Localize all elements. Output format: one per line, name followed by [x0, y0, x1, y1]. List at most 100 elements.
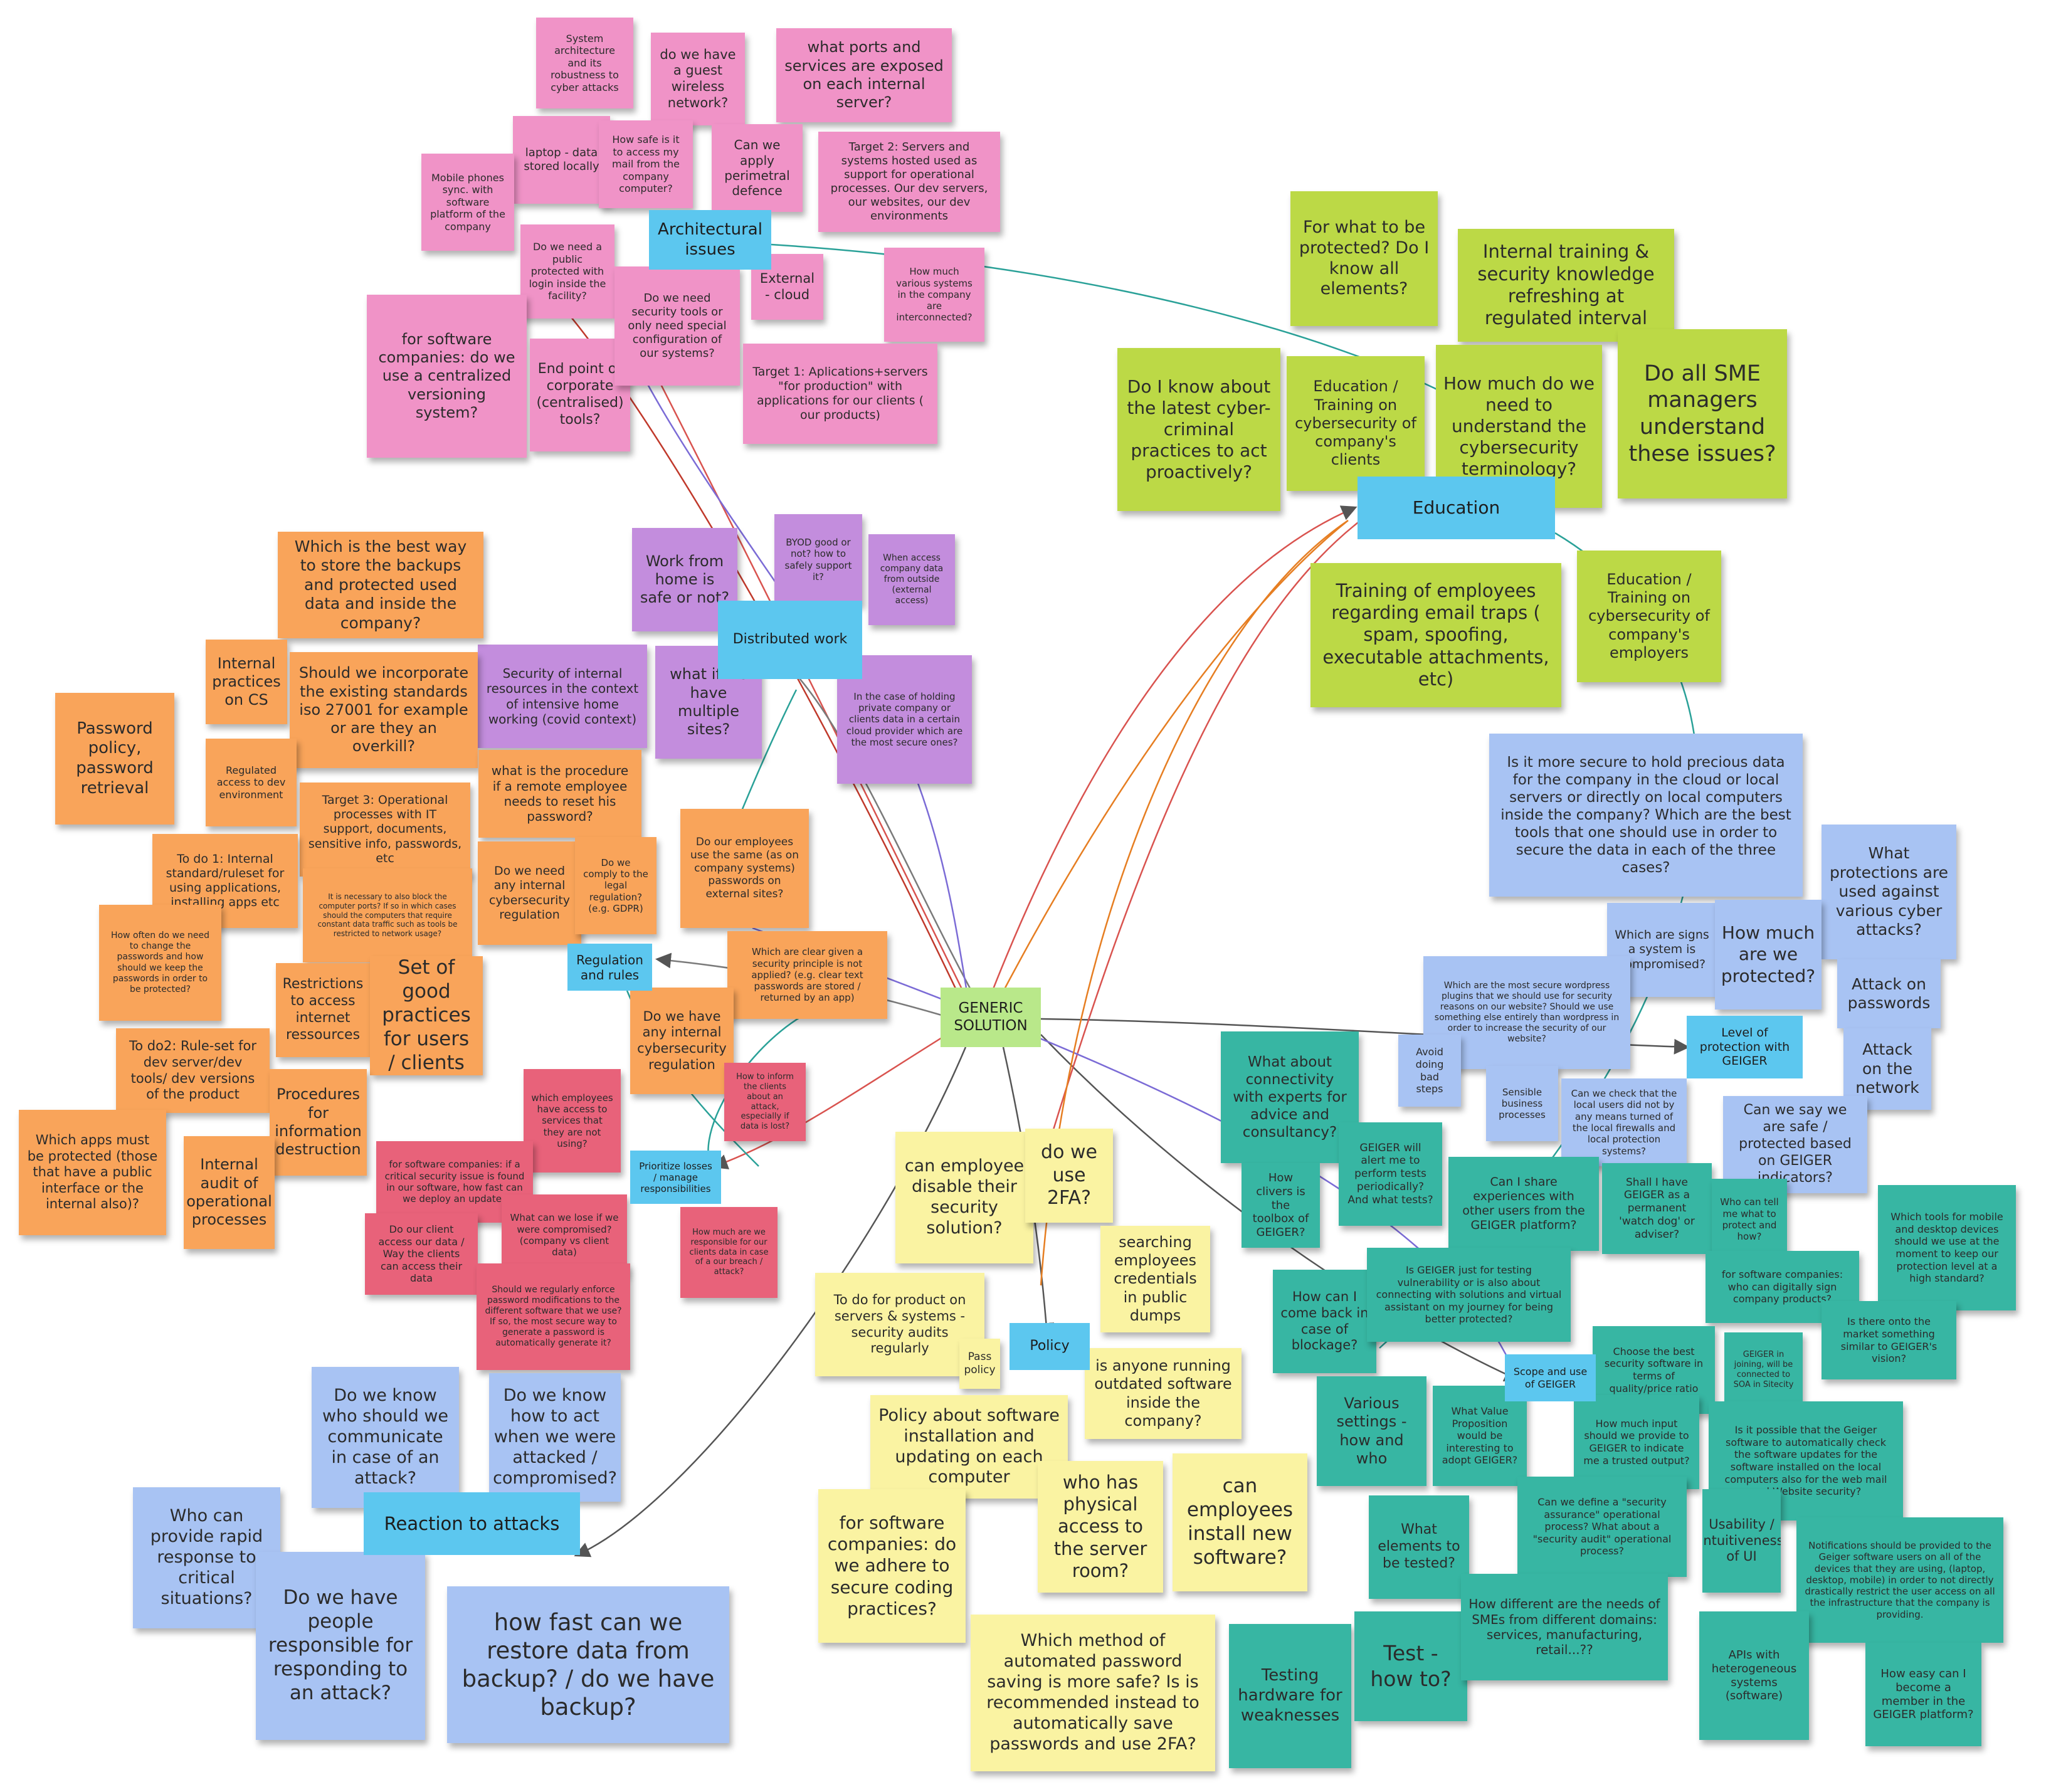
sticky-note: System architecture and its robustness t…	[536, 18, 633, 108]
hub-prioritize-losses: Prioritize losses / manage responsibilit…	[630, 1151, 721, 1204]
sticky-note: Target 1: Aplications+servers "for produ…	[743, 344, 937, 444]
sticky-note: Regulated access to dev environment	[206, 739, 297, 826]
sticky-note: Internal practices on CS	[206, 640, 287, 724]
sticky-note: Education / Training on cybersecurity of…	[1577, 551, 1721, 682]
sticky-note: Can we say we are safe / protected based…	[1723, 1096, 1867, 1193]
sticky-note: for software companies: who can digitall…	[1706, 1251, 1859, 1323]
sticky-note: BYOD good or not? how to safely support …	[774, 514, 862, 605]
sticky-note: Do we need any internal cybersecurity re…	[478, 841, 581, 945]
sticky-note: What protections are used against variou…	[1822, 825, 1956, 959]
sticky-note: To do2: Rule-set for dev server/dev tool…	[116, 1028, 270, 1113]
sticky-note: How can I come back in case of blockage?	[1273, 1270, 1376, 1373]
sticky-note: is anyone running outdated software insi…	[1085, 1348, 1242, 1439]
sticky-note: How clivers is the toolbox of GEIGER?	[1242, 1163, 1320, 1248]
sticky-note: Pass policy	[959, 1339, 1000, 1389]
sticky-note: Do we have people responsible for respon…	[256, 1552, 425, 1740]
sticky-note: It is necessary to also block the comput…	[303, 868, 472, 962]
sticky-note: Should we regularly enforce password mod…	[477, 1263, 630, 1370]
sticky-note: End point or corporate (centralised) too…	[530, 339, 630, 451]
sticky-note: Restrictions to access internet ressourc…	[276, 963, 370, 1057]
sticky-note: How much are we protected?	[1715, 900, 1822, 1009]
link-generic-distributed	[781, 659, 979, 1004]
sticky-note: Can I share experiences with other users…	[1448, 1157, 1599, 1251]
sticky-note: Policy about software installation and u…	[870, 1395, 1068, 1499]
sticky-note: Do we have any internal cybersecurity re…	[630, 988, 734, 1094]
sticky-note: Who can tell me what to protect and how?	[1712, 1179, 1787, 1260]
sticky-note: Is there onto the market something simil…	[1822, 1301, 1956, 1379]
sticky-note: Education / Training on cybersecurity of…	[1287, 356, 1425, 491]
sticky-note: How much are we responsible for our clie…	[680, 1207, 778, 1298]
sticky-note: can employees install new software?	[1173, 1453, 1307, 1591]
sticky-note: GEIGER will alert me to perform tests pe…	[1339, 1122, 1442, 1226]
sticky-note: can employee disable their security solu…	[895, 1132, 1033, 1263]
sticky-note: Do I know about the latest cyber-crimina…	[1117, 348, 1280, 511]
sticky-note: How often do we need to change the passw…	[99, 905, 221, 1021]
sticky-note: Do all SME managers understand these iss…	[1618, 329, 1787, 498]
sticky-note: Which tools for mobile and desktop devic…	[1878, 1185, 2016, 1310]
sticky-note: Various settings - how and who	[1317, 1376, 1426, 1486]
sticky-note: Who can provide rapid response to critic…	[133, 1487, 280, 1628]
hub-generic-solution: GENERIC SOLUTION	[941, 988, 1041, 1047]
sticky-note: Which method of automated password savin…	[971, 1615, 1215, 1771]
sticky-note: How different are the needs of SMEs from…	[1461, 1574, 1668, 1680]
sticky-note: Sensible business processes	[1486, 1066, 1558, 1141]
link-generic-education	[986, 505, 1358, 1004]
sticky-note: Which are clear given a security princip…	[727, 931, 887, 1019]
sticky-note: Notifications should be provided to the …	[1796, 1517, 2003, 1643]
sticky-note: Target 3: Operational processes with IT …	[300, 783, 470, 877]
sticky-note: who has physical access to the server ro…	[1038, 1461, 1163, 1593]
sticky-note: Do we know how to act when we were attac…	[489, 1373, 621, 1502]
sticky-note: Avoid doing bad steps	[1398, 1035, 1461, 1107]
sticky-note: APIs with heterogeneous systems (softwar…	[1699, 1611, 1809, 1740]
link-generic-education-2	[996, 520, 1349, 1004]
sticky-note: Usability / intuitiveness of UI	[1702, 1489, 1781, 1593]
sticky-note: Do our employees use the same (as on com…	[680, 809, 809, 928]
sticky-note: for software companies: do we use a cent…	[367, 295, 527, 458]
sticky-note: In the case of holding private company o…	[837, 655, 972, 784]
sticky-note: for software companies: do we adhere to …	[818, 1489, 966, 1643]
sticky-note: how fast can we restore data from backup…	[447, 1586, 729, 1743]
sticky-note: Shall I have GEIGER as a permanent 'watc…	[1602, 1163, 1712, 1254]
sticky-note: Set of good practices for users / client…	[370, 956, 483, 1075]
sticky-note: For what to be protected? Do I know all …	[1290, 191, 1438, 326]
sticky-note: Do our client access our data / Way the …	[365, 1213, 478, 1295]
sticky-note: Attack on the network	[1843, 1028, 1931, 1110]
sticky-note: Can we define a "security assurance" ope…	[1517, 1477, 1687, 1577]
sticky-note: To do for product on servers & systems -…	[815, 1273, 984, 1376]
sticky-note: GEIGER in joining, will be connected to …	[1724, 1332, 1803, 1408]
sticky-note: What Value Proposition would be interest…	[1433, 1386, 1527, 1486]
sticky-note: Work from home is safe or not?	[632, 528, 737, 631]
sticky-note: Do we need security tools or only need s…	[614, 266, 740, 386]
sticky-note: How much various systems in the company …	[884, 248, 984, 342]
hub-regulation-and-rules: Regulation and rules	[567, 944, 652, 991]
hub-education: Education	[1358, 477, 1555, 539]
sticky-note: Internal audit of operational processes	[184, 1136, 275, 1249]
sticky-note: Is it more secure to hold precious data …	[1489, 734, 1803, 897]
sticky-note: which employees have access to services …	[524, 1069, 621, 1173]
sticky-note: Should we incorporate the existing stand…	[290, 652, 478, 768]
sticky-note: Do we need a public protected with login…	[520, 224, 614, 319]
sticky-note: Testing hardware for weaknesses	[1229, 1624, 1351, 1768]
sticky-note: Can we apply perimetral defence	[712, 124, 803, 212]
link-generic-prioritize	[712, 1033, 947, 1169]
sticky-note: Procedures for information destruction	[270, 1069, 367, 1176]
sticky-note: Which are signs a system is compromised?	[1607, 903, 1717, 997]
sticky-note: Which is the best way to store the backu…	[278, 532, 483, 638]
sticky-note: what ports and services are exposed on e…	[776, 28, 952, 122]
sticky-note: Do we comply to the legal regulation? (e…	[575, 837, 656, 934]
sticky-note: How much input should we provide to GEIG…	[1574, 1395, 1699, 1489]
sticky-note: Target 2: Servers and systems hosted use…	[818, 132, 1000, 232]
sticky-note: Security of internal resources in the co…	[478, 645, 647, 748]
sticky-note: Can we check that the local users did no…	[1561, 1078, 1687, 1166]
hub-level-of-protection: Level of protection with GEIGER	[1687, 1016, 1803, 1078]
sticky-note: What about connectivity with experts for…	[1221, 1031, 1359, 1163]
sticky-note: do we use 2FA?	[1025, 1129, 1113, 1223]
sticky-note: How easy can I become a member in the GE…	[1865, 1643, 1981, 1746]
sticky-note: Password policy, password retrieval	[55, 693, 174, 825]
sticky-note: How safe is it to access my mail from th…	[599, 120, 693, 208]
sticky-note: Mobile phones sync. with software platfo…	[421, 154, 514, 251]
sticky-note: Do we know who should we communicate in …	[312, 1367, 459, 1508]
sticky-note: Test - how to?	[1354, 1611, 1467, 1721]
sticky-note: Attack on passwords	[1837, 959, 1941, 1028]
